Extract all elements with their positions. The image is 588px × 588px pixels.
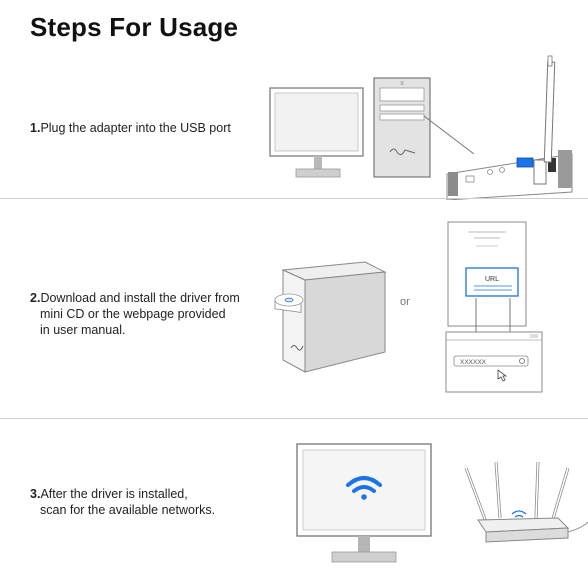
svg-text:≡: ≡ bbox=[400, 81, 404, 87]
browser-address-text: XXXXXX bbox=[460, 359, 487, 366]
step-2-number: 2. bbox=[30, 291, 41, 305]
step-2-line-2: mini CD or the webpage provided bbox=[40, 307, 226, 321]
browser-window-icon: XXXXXX bbox=[445, 331, 543, 393]
step-2-line-3: in user manual. bbox=[40, 323, 126, 337]
step-3-number: 3. bbox=[30, 487, 41, 501]
step-2-line-1: Download and install the driver from bbox=[40, 291, 240, 305]
step-2-computer-cd-illustration bbox=[274, 261, 387, 373]
zoom-arrow bbox=[475, 298, 511, 332]
wifi-icon bbox=[346, 476, 382, 500]
monitor-icon bbox=[296, 443, 432, 563]
divider-1 bbox=[0, 198, 588, 199]
user-manual-icon: URL bbox=[447, 221, 527, 327]
cd-disc-icon bbox=[274, 293, 304, 307]
step-3-router-illustration bbox=[464, 461, 588, 543]
step-2-manual-webpage-illustration: URL XXXXXX bbox=[445, 221, 543, 393]
step-3-monitor-illustration bbox=[296, 443, 432, 563]
step-2-text: 2.Download and install the driver from m… bbox=[30, 290, 240, 338]
manual-url-label: URL bbox=[485, 276, 499, 283]
usb-port-closeup bbox=[446, 150, 573, 200]
step-1-text: 1.Plug the adapter into the USB port bbox=[30, 120, 231, 136]
monitor-icon bbox=[269, 87, 364, 178]
step-3-text: 3.After the driver is installed, scan fo… bbox=[30, 486, 215, 518]
step-3-line-2: scan for the available networks. bbox=[40, 503, 216, 517]
page-title: Steps For Usage bbox=[30, 12, 239, 42]
step-1-number: 1. bbox=[30, 121, 41, 135]
divider-2 bbox=[0, 418, 588, 419]
step-1-illustration: ≡ bbox=[269, 55, 573, 200]
router-icon bbox=[464, 461, 588, 543]
step-3-line-1: After the driver is installed, bbox=[40, 487, 188, 501]
step-1-line-1: Plug the adapter into the USB port bbox=[40, 121, 231, 135]
computer-tower-icon: ≡ bbox=[373, 77, 431, 178]
or-label: or bbox=[400, 296, 410, 308]
computer-tower-cd-icon bbox=[274, 261, 387, 373]
antenna-icon bbox=[543, 55, 556, 163]
